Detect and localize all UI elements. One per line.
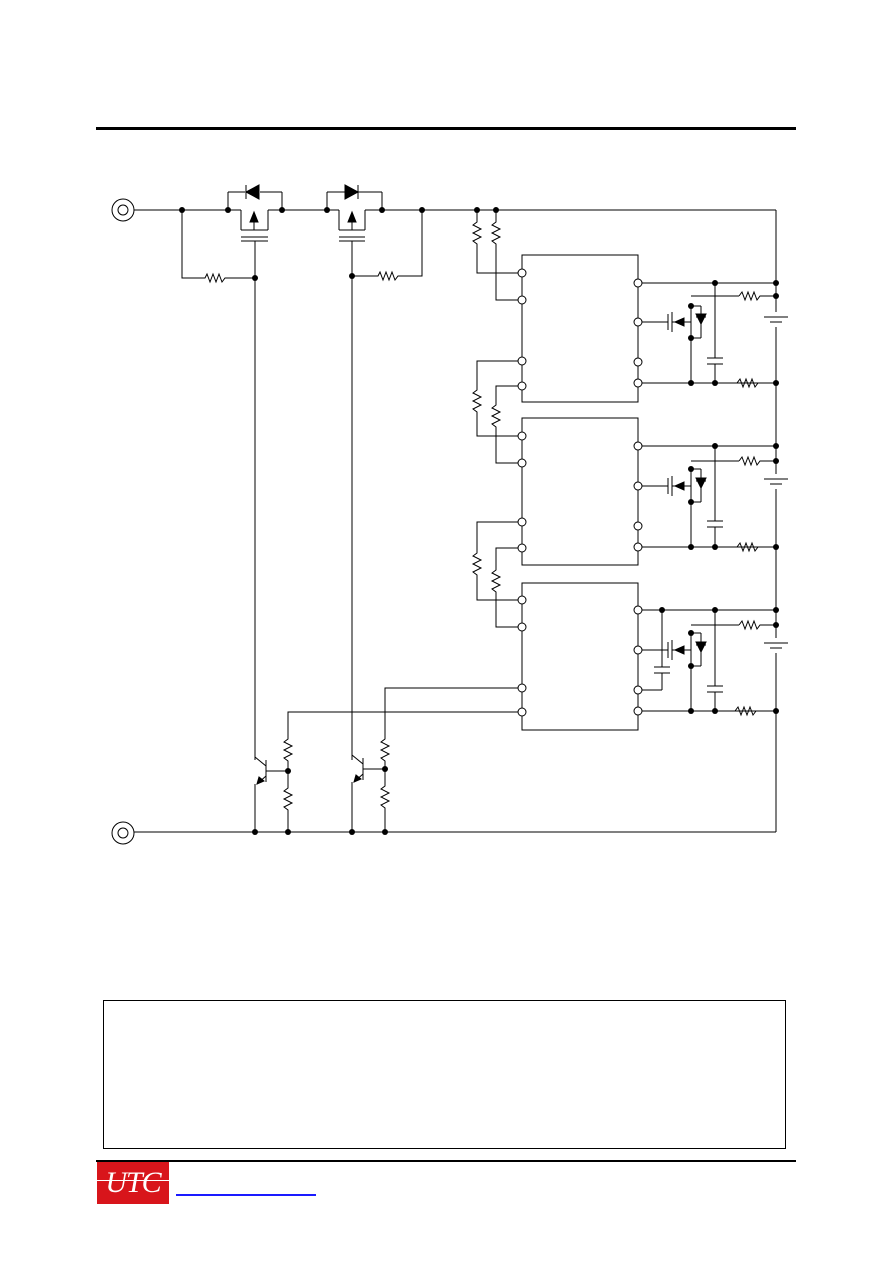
transistor-2: [351, 736, 391, 832]
negative-terminal: [111, 821, 135, 845]
cell-stage-3: [638, 547, 788, 832]
ic-1: [521, 254, 639, 403]
cell-stage-1: [638, 282, 788, 389]
logo-rule: [97, 1180, 169, 1181]
transistor-1: [254, 736, 294, 832]
note-box: [103, 1000, 786, 1149]
footer-rule: [96, 1160, 796, 1162]
cell-stage-2: [638, 383, 788, 553]
positive-terminal: [111, 198, 135, 222]
utc-logo: UTC: [97, 1162, 169, 1204]
mosfet-1: [227, 185, 283, 278]
mosfet-2: [326, 185, 383, 276]
header-rule: [96, 127, 796, 130]
ic-3: [521, 582, 639, 731]
ic-2: [521, 417, 639, 566]
website-link[interactable]: [176, 1194, 316, 1196]
logo-text: UTC: [105, 1166, 161, 1199]
